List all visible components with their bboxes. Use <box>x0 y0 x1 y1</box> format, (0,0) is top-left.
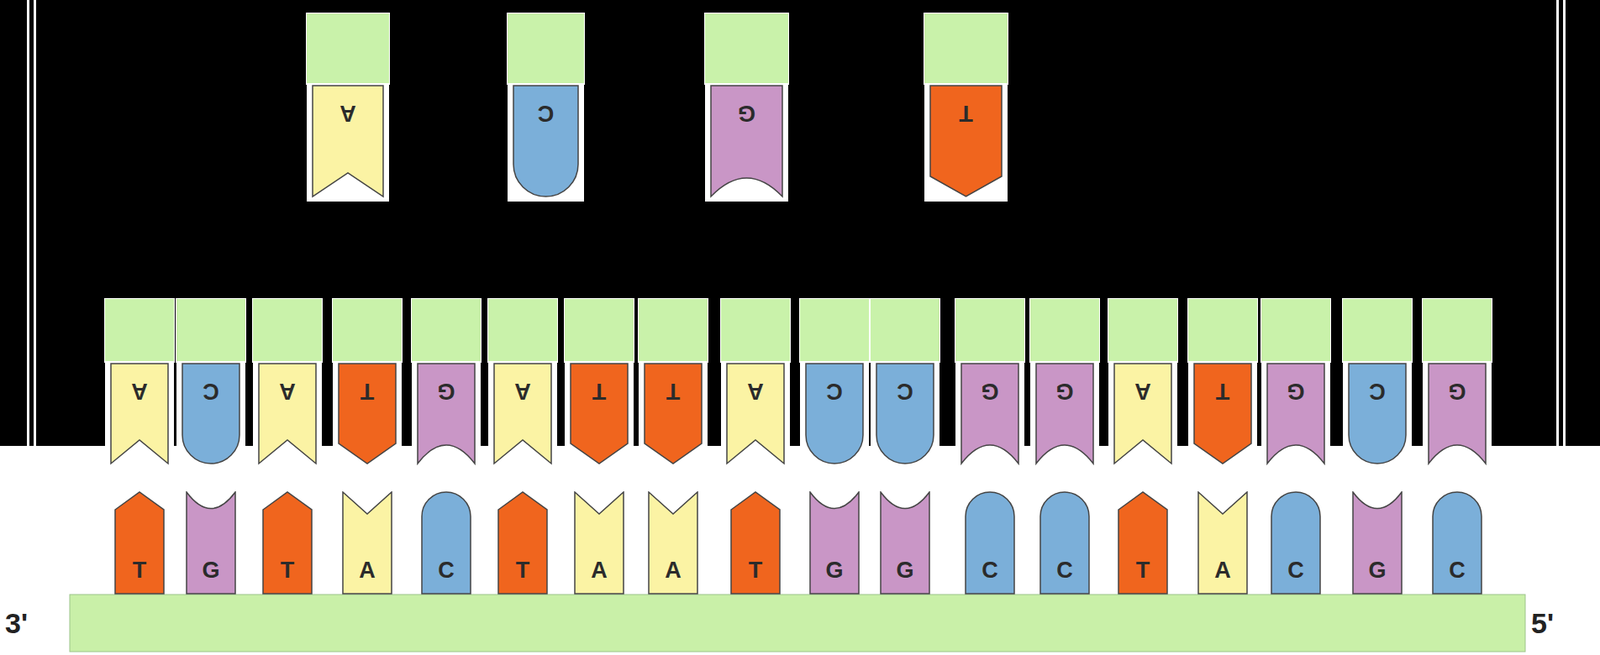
base-letter: G <box>184 557 238 584</box>
nucleotide: G <box>807 491 862 595</box>
nucleotide: G <box>1350 491 1405 595</box>
nucleotide: C <box>175 298 247 469</box>
base-letter: G <box>1421 378 1493 405</box>
nucleotide: C <box>869 298 941 469</box>
base-letter: T <box>563 378 635 405</box>
base-letter: A <box>1195 557 1250 584</box>
nucleotide: T <box>1115 491 1170 595</box>
nucleotide: A <box>305 12 390 202</box>
base-letter: A <box>720 378 791 405</box>
nucleotide: T <box>260 491 315 595</box>
template-backbone <box>69 594 1526 653</box>
nucleotide: G <box>1260 298 1332 469</box>
nucleotide: C <box>1037 491 1092 595</box>
base-letter: G <box>954 378 1026 405</box>
nucleotide: T <box>1187 298 1258 469</box>
nucleotide: A <box>1195 491 1250 595</box>
base-letter: A <box>572 557 627 584</box>
strand-end-label: 5' <box>1531 606 1554 641</box>
nucleotide: T <box>637 298 709 469</box>
frame-line <box>1556 0 1559 447</box>
base-letter: T <box>728 557 783 584</box>
base-letter: G <box>807 557 862 584</box>
base-letter: C <box>869 378 941 405</box>
nucleotide: T <box>331 298 403 469</box>
nucleotide: G <box>1029 298 1100 469</box>
nucleotide: T <box>495 491 550 595</box>
base-letter: C <box>799 378 870 405</box>
base-letter: G <box>1350 557 1405 584</box>
nucleotide: G <box>184 491 238 595</box>
nucleotide: A <box>487 298 558 469</box>
base-letter: A <box>340 557 395 584</box>
base-letter: G <box>1029 378 1100 405</box>
base-letter: T <box>112 557 167 584</box>
base-letter: T <box>637 378 709 405</box>
base-letter: A <box>646 557 700 584</box>
base-letter: C <box>506 100 585 127</box>
strand-end-label: 3' <box>5 606 28 641</box>
nucleotide: C <box>419 491 474 595</box>
base-letter: T <box>923 100 1009 127</box>
nucleotide: T <box>728 491 783 595</box>
frame-line <box>33 0 37 447</box>
nucleotide: G <box>704 12 790 202</box>
nucleotide: C <box>963 491 1017 595</box>
frame-line <box>26 0 30 447</box>
nucleotide: A <box>1107 298 1179 469</box>
base-letter: A <box>1107 378 1179 405</box>
nucleotide: C <box>1342 298 1413 469</box>
nucleotide: A <box>572 491 627 595</box>
base-letter: T <box>1115 557 1170 584</box>
nucleotide: C <box>506 12 585 202</box>
base-letter: A <box>252 378 323 405</box>
nucleotide: A <box>340 491 395 595</box>
base-letter: C <box>419 557 474 584</box>
nucleotide: G <box>954 298 1026 469</box>
nucleotide: T <box>563 298 635 469</box>
base-letter: C <box>1342 378 1413 405</box>
nucleotide: A <box>252 298 323 469</box>
nucleotide: A <box>104 298 175 469</box>
nucleotide: G <box>410 298 482 469</box>
nucleotide: G <box>1421 298 1493 469</box>
nucleotide: C <box>1430 491 1485 595</box>
base-letter: G <box>1260 378 1332 405</box>
base-letter: A <box>305 100 390 127</box>
base-letter: A <box>104 378 175 405</box>
nucleotide: G <box>878 491 932 595</box>
nucleotide: A <box>646 491 700 595</box>
base-letter: G <box>410 378 482 405</box>
base-letter: T <box>260 557 315 584</box>
base-letter: A <box>487 378 558 405</box>
base-letter: T <box>1187 378 1258 405</box>
nucleotide: C <box>799 298 870 469</box>
nucleotide: T <box>923 12 1009 202</box>
base-letter: T <box>495 557 550 584</box>
nucleotide: T <box>112 491 167 595</box>
frame-line <box>1563 0 1566 447</box>
base-letter: G <box>878 557 932 584</box>
nucleotide: C <box>1268 491 1323 595</box>
base-letter: C <box>175 378 247 405</box>
base-letter: G <box>704 100 790 127</box>
base-letter: C <box>1037 557 1092 584</box>
base-letter: C <box>963 557 1017 584</box>
base-letter: C <box>1430 557 1485 584</box>
nucleotide: A <box>720 298 791 469</box>
base-letter: C <box>1268 557 1323 584</box>
base-letter: T <box>331 378 403 405</box>
